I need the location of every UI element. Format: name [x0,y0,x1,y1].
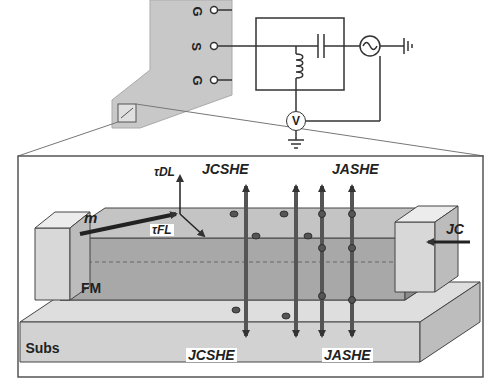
device-mark [121,108,133,118]
node-text: FM [81,281,101,295]
substrate [20,322,420,362]
vector-label: m [84,210,97,225]
current-label: JASHE [322,348,373,362]
pad-name: S [190,42,203,51]
layer-label-box: FM [74,278,108,298]
contact [35,228,70,300]
device-mark [118,104,136,122]
voltmeter: V [286,111,306,131]
torque-label: τDL [152,166,177,178]
zoom-line [18,122,118,156]
torque-arrow [180,214,204,236]
current-label: JC [446,222,464,236]
node-text: V [292,115,300,127]
current-arrow [428,241,470,244]
pad-name: G [191,75,204,85]
fm-layer [60,208,450,238]
probe-pad [112,0,232,128]
torque-label: τFL [150,224,174,236]
zoom-panel [18,156,483,377]
node-text: Subs [25,341,59,355]
contact [435,206,458,292]
zoom-line [136,104,484,156]
layer-label-box: Subs [22,338,63,358]
contact [395,222,435,292]
pad-name: G [191,6,204,16]
substrate [420,282,480,362]
current-label: JCSHE [186,348,237,362]
current-label: JCSHE [200,162,251,176]
torque-arrow [179,176,181,214]
current-label: JASHE [330,162,381,176]
